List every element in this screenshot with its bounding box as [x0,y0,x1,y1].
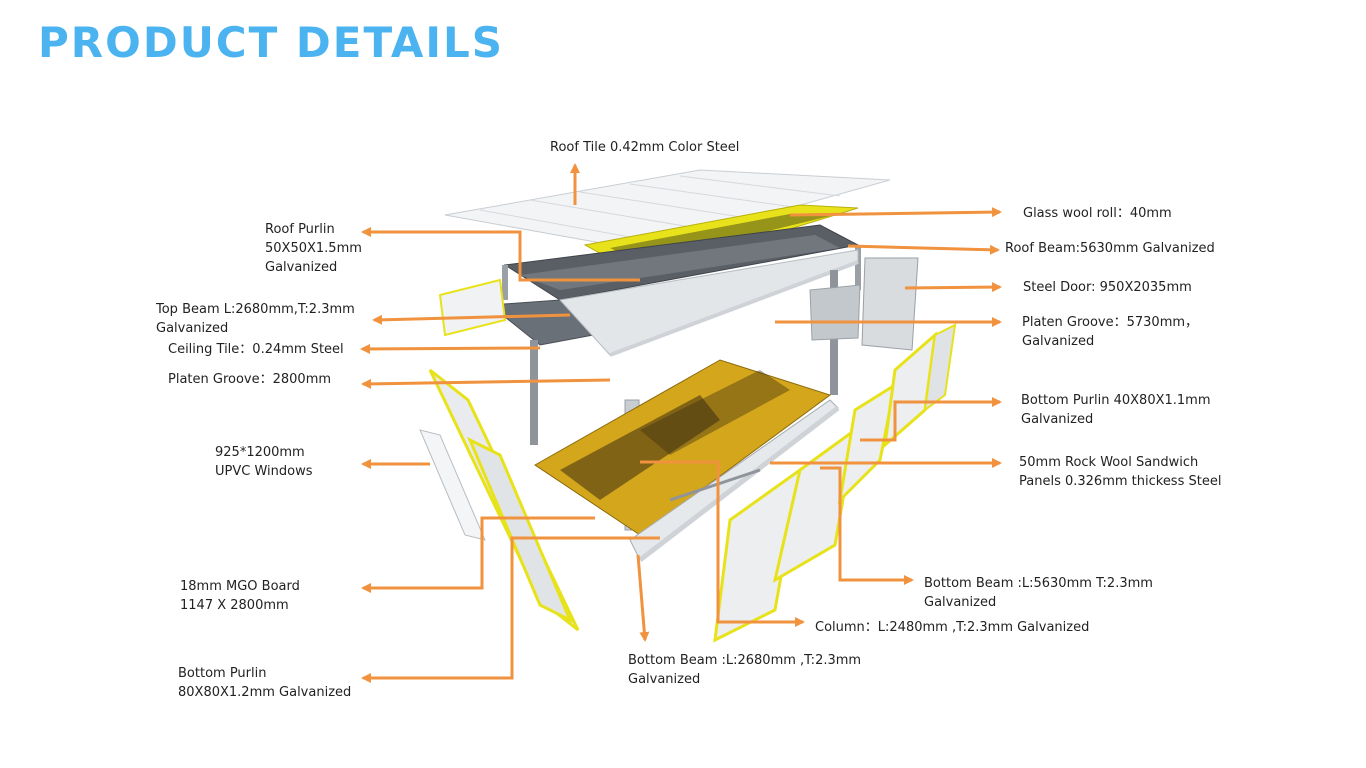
label-glass-wool: Glass wool roll：40mm [1023,204,1172,223]
sandwich-panel-1 [713,466,803,643]
label-line: Roof Tile 0.42mm Color Steel [550,140,740,155]
label-line: Top Beam L:2680mm,T:2.3mm [156,302,355,317]
roof-tile-sheets [444,169,891,251]
label-bottom-beam-short: Bottom Beam :L:2680mm ,T:2.3mm Galvanize… [628,651,861,689]
arrow-bottom-purlin-40 [860,397,1002,442]
label-line: Bottom Purlin [178,666,267,681]
arrow-top-beam [372,313,571,325]
label-bottom-purlin-40: Bottom Purlin 40X80X1.1mm Galvanized [1021,391,1211,429]
label-line: Bottom Beam :L:2680mm ,T:2.3mm [628,653,862,668]
label-line: 18mm MGO Board [180,579,300,594]
label-line: Roof Purlin [265,222,335,237]
arrow-roof-beam [847,244,1000,255]
label-roof-purlin: Roof Purlin 50X50X1.5mm Galvanized [265,220,362,277]
arrow-bottom-purlin-80 [361,536,660,683]
label-bottom-beam-long: Bottom Beam :L:5630mm T:2.3mm Galvanized [924,574,1153,612]
arrow-mgo-board [361,516,595,593]
label-windows: 925*1200mm UPVC Windows [215,443,313,481]
label-line: Column：L:2480mm ,T:2.3mm Galvanized [815,620,1090,635]
page-title: PRODUCT DETAILS [38,18,504,67]
arrow-steel-door [904,282,1002,293]
label-steel-door: Steel Door: 950X2035mm [1023,278,1192,297]
label-line: 80X80X1.2mm Galvanized [178,685,352,700]
label-line: Glass wool roll：40mm [1023,206,1172,221]
arrow-bottom-beam-long [820,466,914,585]
label-line: 1147 X 2800mm [180,598,289,613]
left-wall-panels [419,278,580,632]
label-roof-tile: Roof Tile 0.42mm Color Steel [550,138,739,157]
label-line: 50X50X1.5mm [265,241,362,256]
label-roof-beam: Roof Beam:5630mm Galvanized [1005,239,1215,258]
label-line: Bottom Purlin 40X80X1.1mm [1021,393,1211,408]
floor-assembly [534,359,840,562]
label-line: Platen Groove：5730mm， [1022,315,1199,330]
label-rock-wool: 50mm Rock Wool Sandwich Panels 0.326mm t… [1019,453,1221,491]
sandwich-panel-3 [837,381,898,505]
label-line: 50mm Rock Wool Sandwich [1019,455,1199,470]
label-ceiling-tile: Ceiling Tile：0.24mm Steel [168,340,344,359]
arrow-column [640,460,805,627]
label-line: Roof Beam:5630mm Galvanized [1005,241,1215,256]
arrow-roof-purlin [361,227,640,282]
label-line: UPVC Windows [215,464,313,479]
upvc-window-frame [419,429,486,541]
arrow-bottom-beam-short [636,554,650,642]
label-line: Platen Groove：2800mm [168,372,332,387]
label-bottom-purlin-80: Bottom Purlin 80X80X1.2mm Galvanized [178,664,351,702]
label-line: Galvanized [265,260,338,275]
label-top-beam: Top Beam L:2680mm,T:2.3mm Galvanized [156,300,355,338]
arrow-glass-wool [789,207,1002,218]
label-line: Ceiling Tile：0.24mm Steel [168,342,344,357]
label-line: Galvanized [628,672,701,687]
steel-door [861,257,919,351]
label-line: Steel Door: 950X2035mm [1023,280,1192,295]
label-line: Bottom Beam :L:5630mm T:2.3mm [924,576,1153,591]
label-line: Galvanized [1021,412,1094,427]
label-platen-groove-short: Platen Groove：2800mm [168,370,331,389]
callout-arrows [360,163,1002,683]
label-line: Galvanized [924,595,997,610]
label-line: 925*1200mm [215,445,305,460]
arrow-platen-groove-short [361,378,611,389]
label-column: Column：L:2480mm ,T:2.3mm Galvanized [815,618,1089,637]
arrow-ceiling-tile [360,343,541,354]
label-line: Galvanized [1022,334,1095,349]
label-line: Panels 0.326mm thickess Steel [1019,474,1222,489]
label-platen-groove-long: Platen Groove：5730mm， Galvanized [1022,313,1198,351]
label-line: Galvanized [156,321,229,336]
label-mgo-board: 18mm MGO Board 1147 X 2800mm [180,577,300,615]
